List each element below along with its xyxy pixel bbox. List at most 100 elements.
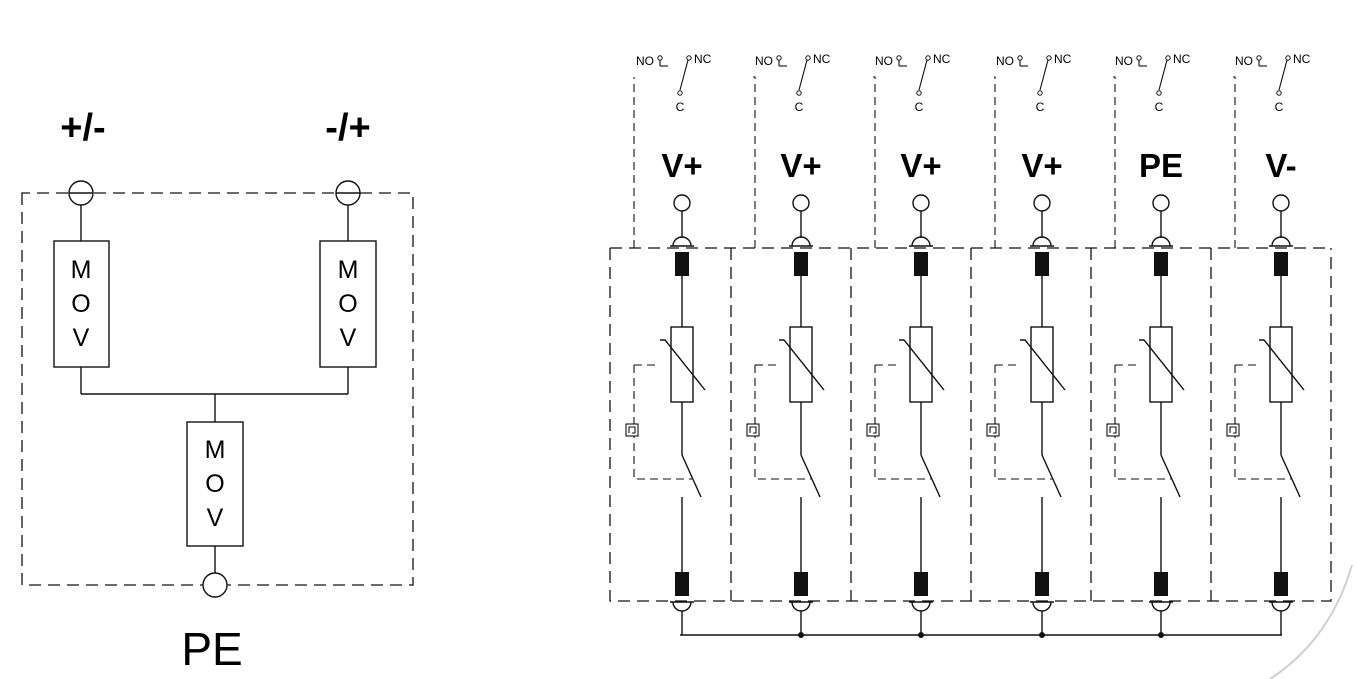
no-label: NO	[636, 54, 654, 68]
contact-block-bottom	[1035, 572, 1049, 596]
nc-contact	[1285, 55, 1291, 61]
no-contact	[1136, 55, 1142, 61]
svg-text:V: V	[207, 504, 224, 532]
no-label: NO	[996, 54, 1014, 68]
plug-top	[1032, 236, 1052, 247]
switch-blade	[918, 59, 928, 91]
svg-text:M: M	[71, 256, 92, 284]
switch-blade	[1039, 59, 1049, 91]
module-terminal	[792, 194, 810, 212]
module-label: V+	[661, 147, 702, 184]
left-diagram: +/- -/+ M O V M O	[21, 107, 414, 675]
terminal-left-label: +/-	[60, 107, 105, 149]
contact-block-bottom	[914, 572, 928, 596]
varistor	[1149, 326, 1173, 403]
switch-blade	[1278, 59, 1288, 91]
no-label: NO	[755, 54, 773, 68]
plug-top	[791, 236, 811, 247]
svg-text:O: O	[71, 290, 90, 318]
module-terminal	[1272, 194, 1290, 212]
no-contact	[896, 55, 902, 61]
plug-bottom	[1271, 601, 1291, 612]
svg-text:M: M	[338, 256, 359, 284]
module-label: V+	[780, 147, 821, 184]
c-contact	[1156, 90, 1162, 96]
nc-contact	[1165, 55, 1171, 61]
varistor-slash	[779, 339, 825, 391]
varistor	[909, 326, 933, 403]
plug-bottom	[672, 601, 692, 612]
svg-text:V: V	[73, 324, 90, 352]
ground-label: PE	[181, 623, 242, 675]
nc-label: NC	[1293, 52, 1311, 66]
no-contact	[776, 55, 782, 61]
c-label: C	[915, 100, 924, 114]
plug-top	[911, 236, 931, 247]
plug-top	[672, 236, 692, 247]
varistor-slash	[1020, 339, 1066, 391]
no-contact	[1017, 55, 1023, 61]
nc-label: NC	[813, 52, 831, 66]
svg-text:M: M	[205, 436, 226, 464]
contact-block-bottom	[1154, 572, 1168, 596]
plug-bottom	[1151, 601, 1171, 612]
varistor-slash	[660, 339, 706, 391]
c-label: C	[795, 100, 804, 114]
plug-bottom	[791, 601, 811, 612]
c-label: C	[1036, 100, 1045, 114]
terminal-right-label: -/+	[325, 107, 370, 149]
status-indicator	[866, 423, 880, 437]
plug-bottom	[1032, 601, 1052, 612]
alarm-wire	[753, 76, 756, 248]
contact-block-top	[914, 252, 928, 276]
switch-blade	[679, 59, 689, 91]
nc-label: NC	[694, 52, 712, 66]
no-label: NO	[875, 54, 893, 68]
terminal-right	[335, 180, 361, 206]
status-indicator	[625, 423, 639, 437]
c-label: C	[676, 100, 685, 114]
watermark-arc	[1269, 564, 1353, 679]
c-contact	[1276, 90, 1282, 96]
svg-text:V: V	[340, 324, 357, 352]
module-terminal	[912, 194, 930, 212]
nc-contact	[925, 55, 931, 61]
module-label: V+	[900, 147, 941, 184]
c-label: C	[1155, 100, 1164, 114]
varistor-slash	[1259, 339, 1305, 391]
left-enclosure	[21, 192, 414, 586]
terminal-left	[68, 180, 94, 206]
contact-block-top	[794, 252, 808, 276]
alarm-wire	[873, 76, 876, 248]
c-contact	[796, 90, 802, 96]
status-indicator	[1226, 423, 1240, 437]
varistor-slash	[899, 339, 945, 391]
varistor	[789, 326, 813, 403]
module-label: V+	[1021, 147, 1062, 184]
status-indicator	[1106, 423, 1120, 437]
switch-blade	[798, 59, 808, 91]
mov-bottom: M O V	[186, 421, 244, 547]
plug-bottom	[911, 601, 931, 612]
mov-right: M O V	[319, 240, 377, 368]
contact-block-top	[1274, 252, 1288, 276]
no-contact	[1256, 55, 1262, 61]
plug-top	[1271, 236, 1291, 247]
no-label: NO	[1115, 54, 1133, 68]
contact-block-bottom	[1274, 572, 1288, 596]
terminal-ground	[202, 572, 228, 598]
alarm-wire	[994, 76, 996, 248]
nc-contact	[1046, 55, 1052, 61]
c-label: C	[1275, 100, 1284, 114]
no-label: NO	[1235, 54, 1253, 68]
contact-block-bottom	[675, 572, 689, 596]
alarm-wire	[1233, 76, 1236, 248]
switch-blade	[1158, 59, 1168, 91]
c-contact	[1037, 90, 1043, 96]
mov-left: M O V	[53, 240, 110, 368]
